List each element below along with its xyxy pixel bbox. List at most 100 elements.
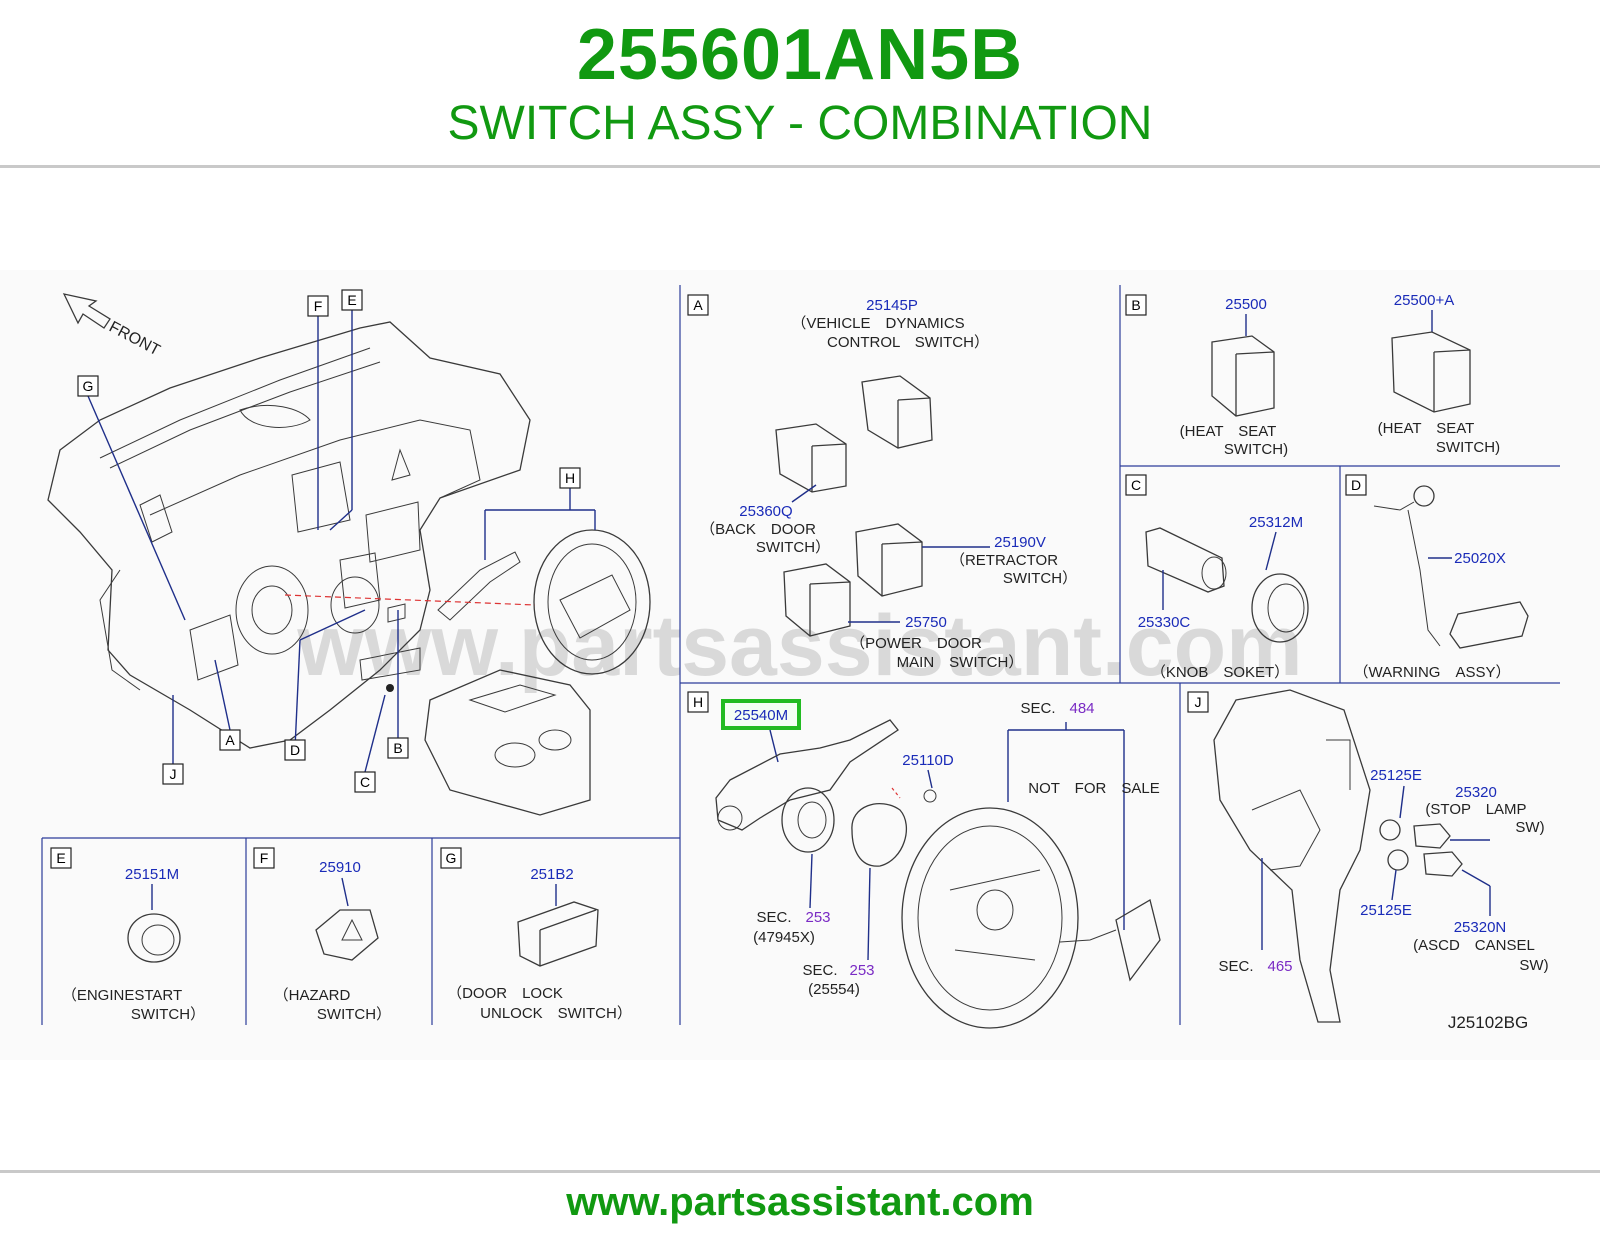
part-251b2-label: 251B2 (530, 866, 573, 883)
parts-diagram: www.partsassistant.com FRONT (0, 270, 1600, 1060)
part-25312m-label: 25312M (1249, 514, 1303, 531)
heat-seat-switch-2-icon (1391, 331, 1471, 413)
heat-seat-switch-icon (1211, 335, 1275, 417)
warning-assy-desc: （WARNING ASSY） (1354, 664, 1511, 681)
footer-url[interactable]: www.partsassistant.com (566, 1180, 1034, 1224)
power-door-switch-icon (783, 563, 851, 637)
part-25330c-label: 25330C (1138, 614, 1191, 631)
hazard-switch-icon (315, 909, 379, 961)
callout-b: B (393, 740, 402, 756)
sec-484-label: SEC. (1020, 700, 1055, 717)
warning-lamp-icon (1413, 485, 1435, 507)
header-divider (0, 165, 1600, 168)
part-25320-label: 25320 (1455, 784, 1497, 801)
hazard-desc-2: SWITCH） (317, 1006, 391, 1023)
callout-a: A (225, 732, 235, 748)
part-25500-desc-1: (HEAT SEAT (1180, 423, 1277, 440)
part-25320-desc-1: (STOP LAMP (1425, 801, 1526, 818)
sec-465-number[interactable]: 465 (1267, 958, 1292, 975)
stopper-2-icon (1387, 849, 1409, 871)
part-25360q-desc-2: SWITCH） (756, 539, 830, 556)
section-frames (41, 285, 1560, 1025)
part-25750-desc-1: （POWER DOOR (850, 635, 982, 652)
callout-e: E (347, 292, 356, 308)
part-25145p-label: 25145P (866, 297, 918, 314)
part-25151m-label: 25151M (125, 866, 179, 883)
sec-253-number-1[interactable]: 253 (805, 909, 830, 926)
back-door-switch-icon (775, 423, 847, 493)
footer-divider (0, 1170, 1600, 1173)
front-arrow-icon (62, 293, 111, 329)
part-25500-a-label: 25500+A (1394, 292, 1454, 309)
callout-j: J (170, 766, 177, 782)
part-25320n-label: 25320N (1454, 919, 1507, 936)
socket-icon (1145, 527, 1225, 593)
part-25500-label: 25500 (1225, 296, 1267, 313)
part-25540m-label[interactable]: 25540M (734, 707, 788, 724)
vdc-switch-icon (861, 375, 933, 449)
callout-g: G (83, 378, 94, 394)
ascd-switch-icon (1423, 851, 1463, 877)
combination-switch-icon (715, 719, 899, 831)
sec-465-label: SEC. (1218, 958, 1253, 975)
engine-start-button-icon (127, 913, 181, 963)
hazard-desc-1: （HAZARD (274, 987, 351, 1004)
watermark-text: www.partsassistant.com (296, 598, 1302, 694)
knob-socket-desc: （KNOB SOKET） (1151, 664, 1289, 681)
part-25190v-desc-1: （RETRACTOR (950, 552, 1058, 569)
steering-sensor-icon (851, 802, 908, 867)
part-25125e-label-2: 25125E (1360, 902, 1412, 919)
stop-lamp-switch-icon (1413, 823, 1451, 849)
part-25145p-desc-2: CONTROL SWITCH） (827, 334, 989, 351)
section-b-letter: B (1131, 297, 1140, 313)
door-lock-desc-2: UNLOCK SWITCH） (480, 1005, 632, 1022)
retractor-switch-icon (855, 523, 923, 597)
section-g-letter: G (446, 850, 457, 866)
sec-253-number-2[interactable]: 253 (849, 962, 874, 979)
part-25320n-desc-1: (ASCD CANSEL (1413, 937, 1535, 954)
section-f-letter: F (260, 850, 269, 866)
section-h: H 25540M 25110D SEC. 484 NOT FOR SALE SE… (687, 691, 1161, 1029)
sec-253-label-1: SEC. (756, 909, 791, 926)
part-25190v-label: 25190V (994, 534, 1046, 551)
part-name-subtitle: SWITCH ASSY - COMBINATION (447, 97, 1153, 150)
section-d-letter: D (1351, 477, 1361, 493)
engine-start-desc-1: （ENGINESTART (62, 987, 182, 1004)
section-d: D 25020X （WARNING ASSY） (1345, 474, 1529, 681)
part-25750-label: 25750 (905, 614, 947, 631)
section-e: E 25151M （ENGINESTART SWITCH） (50, 847, 205, 1023)
part-25145p-desc-1: （VEHICLE DYNAMICS (791, 315, 964, 332)
engine-start-desc-2: SWITCH） (131, 1006, 205, 1023)
drawing-code: J25102BG (1448, 1013, 1528, 1032)
section-j: J 25125E 25320 (STOP LAMP SW) 25125E 253… (1187, 689, 1549, 1032)
sec-253-sub-2: (25554) (808, 981, 860, 998)
part-25360q-label: 25360Q (739, 503, 792, 520)
callout-f: F (314, 298, 323, 314)
stopper-icon (1379, 819, 1401, 841)
steering-wheel-icon (901, 807, 1079, 1029)
part-25750-desc-2: MAIN SWITCH） (897, 654, 1024, 671)
sec-253-sub-1: (47945X) (753, 929, 815, 946)
section-h-letter: H (693, 694, 703, 710)
part-number-title: 255601AN5B (576, 15, 1024, 95)
section-j-letter: J (1195, 694, 1202, 710)
part-25360q-desc-1: （BACK DOOR (700, 521, 816, 538)
part-25910-label: 25910 (319, 859, 361, 876)
warning-module-icon (1449, 601, 1529, 649)
highlighted-part-frame (721, 699, 801, 730)
part-25500-a-desc-2: SWITCH) (1436, 439, 1500, 456)
callout-h: H (565, 470, 575, 486)
section-c-letter: C (1131, 477, 1141, 493)
part-25125e-label-1: 25125E (1370, 767, 1422, 784)
page-header: 255601AN5B SWITCH ASSY - COMBINATION (0, 0, 1600, 170)
section-e-letter: E (56, 850, 65, 866)
diagram-svg: www.partsassistant.com FRONT (0, 270, 1600, 1060)
part-25320-desc-2: SW) (1515, 819, 1544, 836)
knob-icon (1251, 573, 1309, 643)
door-lock-switch-icon (517, 901, 599, 967)
sec-253-label-2: SEC. (802, 962, 837, 979)
sec-484-number[interactable]: 484 (1069, 700, 1094, 717)
part-25110d-label: 25110D (902, 752, 954, 769)
section-g: G 251B2 （DOOR LOCK UNLOCK SWITCH） (440, 847, 632, 1022)
callout-c: C (360, 774, 370, 790)
